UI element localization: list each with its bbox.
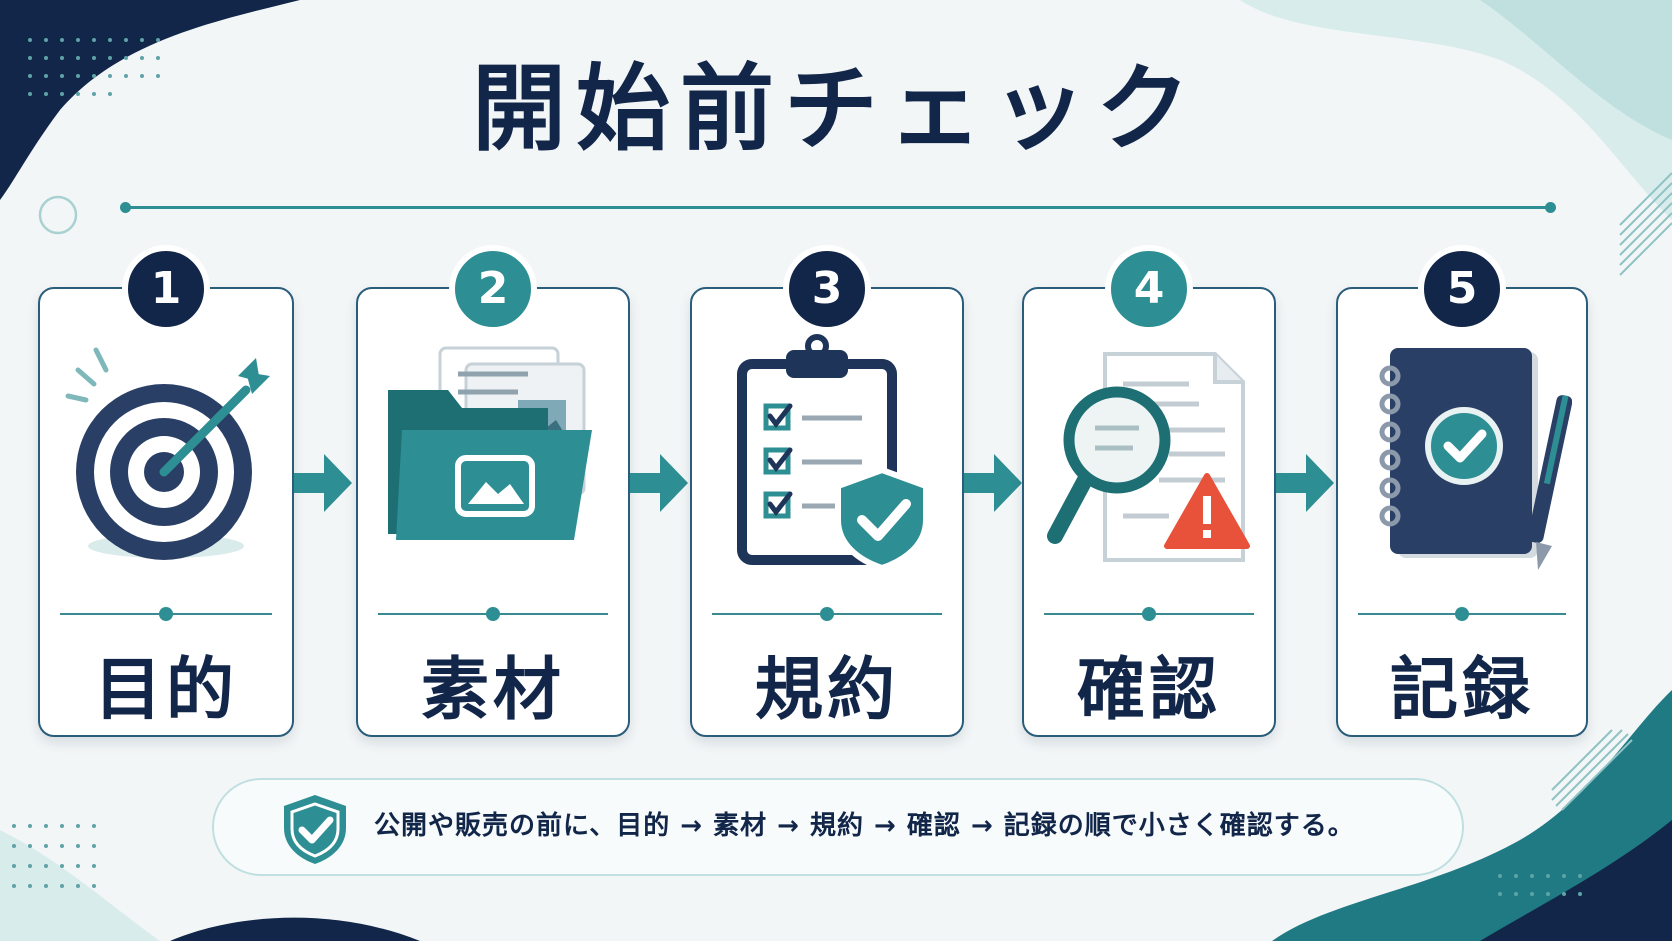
arrow-right-icon <box>1276 454 1334 512</box>
summary-text: 公開や販売の前に、目的 → 素材 → 規約 → 確認 → 記録の順で小さく確認す… <box>374 811 1355 841</box>
step-number-badge: 1 <box>122 245 210 333</box>
step-number-badge: 2 <box>449 245 537 333</box>
step-label: 規約 <box>754 651 899 730</box>
step-divider <box>378 607 608 621</box>
arrow-right-icon <box>294 454 352 512</box>
arrow-right-icon <box>964 454 1022 512</box>
step-label: 記録 <box>1389 651 1534 730</box>
step-label: 確認 <box>1076 651 1221 730</box>
step-number-badge: 3 <box>783 245 871 333</box>
summary-banner: 公開や販売の前に、目的 → 素材 → 規約 → 確認 → 記録の順で小さく確認す… <box>212 778 1464 876</box>
page-title: 開始前チェック <box>471 55 1200 164</box>
folder-files-icon <box>358 334 628 604</box>
step-card-2: 2 素材 <box>356 245 630 737</box>
step-number-badge: 5 <box>1418 245 1506 333</box>
step-divider <box>60 607 272 621</box>
shield-check-icon <box>284 795 346 864</box>
step-card-3: 3 規約 <box>690 245 964 737</box>
step-divider <box>1044 607 1254 621</box>
step-number-badge: 4 <box>1105 245 1193 333</box>
step-divider <box>1358 607 1566 621</box>
step-label: 素材 <box>420 651 565 730</box>
arrow-right-icon <box>630 454 688 512</box>
step-card-5: 5 記録 <box>1336 245 1588 737</box>
target-arrow-icon <box>40 334 292 604</box>
step-label: 目的 <box>93 651 238 730</box>
step-card-4: 4 確認 <box>1022 245 1276 737</box>
document-magnifier-warning-icon <box>1024 334 1274 604</box>
title-divider <box>120 202 1556 213</box>
notebook-pen-icon <box>1338 334 1586 604</box>
clipboard-shield-icon <box>692 334 962 604</box>
step-card-1: 1 目的 <box>38 245 294 737</box>
step-divider <box>712 607 942 621</box>
